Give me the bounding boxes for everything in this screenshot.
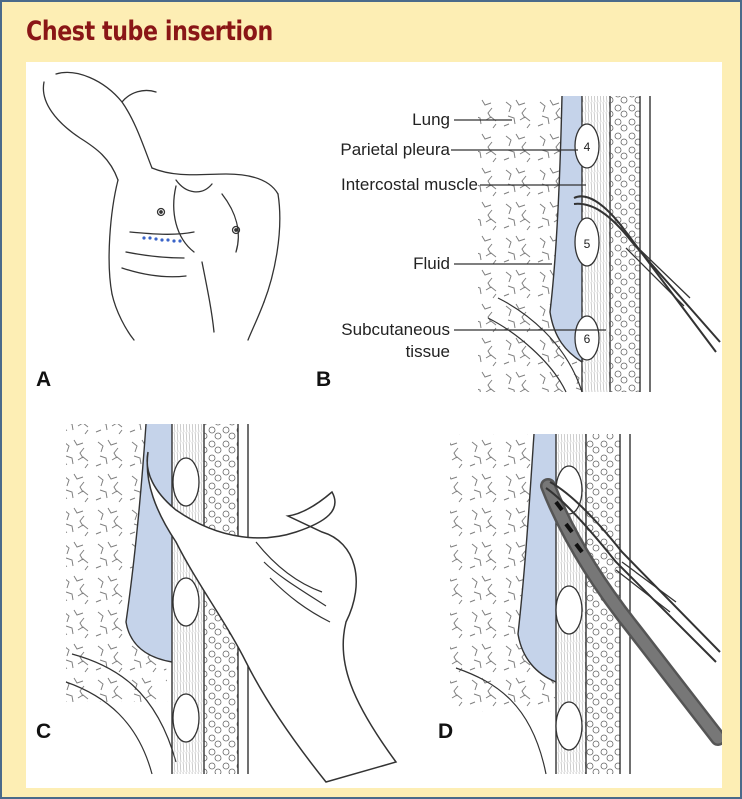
label-subcutaneous: Subcutaneous: [341, 320, 450, 340]
rib-number-4: 4: [584, 140, 591, 154]
panel-letter-a: A: [36, 368, 51, 392]
figure-panel: 4 5 6: [26, 62, 722, 788]
panel-letter-d: D: [438, 720, 453, 744]
panel-a-torso-drawing: [43, 72, 279, 340]
panel-d-tube-placement: [450, 434, 720, 774]
incision-marks: [142, 236, 181, 242]
label-parietal-pleura: Parietal pleura: [340, 140, 450, 160]
panel-c-finger-sweep: [66, 424, 396, 782]
label-lung: Lung: [412, 110, 450, 130]
label-tissue: tissue: [406, 342, 450, 362]
label-fluid: Fluid: [413, 254, 450, 274]
panel-letter-b: B: [316, 368, 331, 392]
figure-title: Chest tube insertion: [26, 16, 273, 47]
panel-b-cross-section: 4 5 6: [478, 96, 720, 392]
panel-letter-c: C: [36, 720, 51, 744]
rib-number-5: 5: [584, 237, 591, 251]
rib-number-6: 6: [584, 332, 591, 346]
illustration-canvas: 4 5 6: [26, 62, 722, 788]
label-intercostal-muscle: Intercostal muscle: [341, 175, 478, 195]
